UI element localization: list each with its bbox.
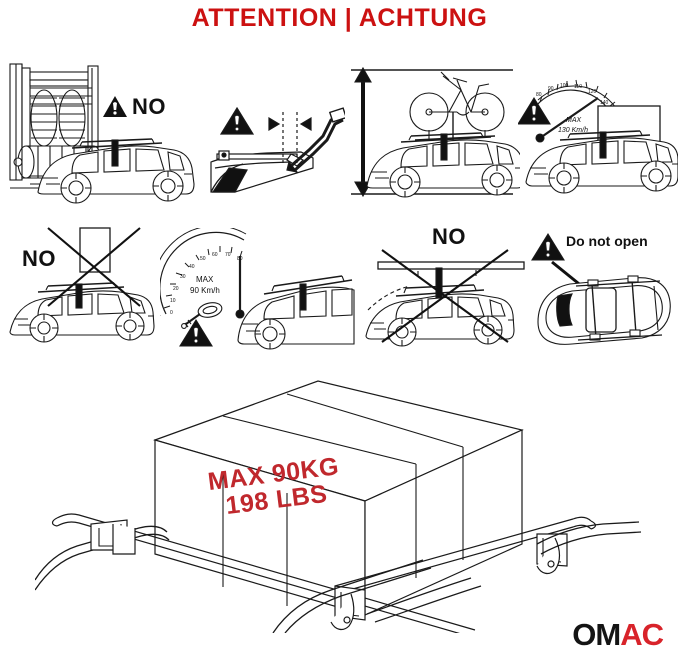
- pictogram-do-not-open-sunroof: Do not open: [528, 226, 678, 356]
- alignment-arrows-icon: [282, 112, 298, 164]
- car-side-with-rack-icon: [37, 138, 195, 204]
- speedometer-max-label: MAX: [566, 117, 582, 124]
- car-side-with-rack-icon: [366, 132, 520, 198]
- bicycle-icon: [409, 71, 505, 141]
- car-side-with-rack-icon: [365, 267, 515, 347]
- pictogram-no-unsecured-load: NO: [2, 220, 167, 350]
- pictogram-max-speed-130: 80 90 100 110 120 140 MAX 130 Km/h: [518, 60, 678, 210]
- cargo-box-icon: [153, 380, 524, 616]
- svg-text:40: 40: [189, 264, 195, 270]
- torque-wrench-icon: [286, 107, 345, 173]
- svg-text:100: 100: [560, 83, 569, 89]
- label-no: NO: [132, 94, 166, 119]
- pictogram-height-clearance: [345, 60, 520, 210]
- page-title: ATTENTION | ACHTUNG: [191, 4, 488, 32]
- omac-logo-dark: OM: [572, 617, 621, 652]
- label-do-not-open: Do not open: [566, 233, 648, 249]
- car-side-with-load-icon: [525, 130, 678, 194]
- svg-text:0: 0: [170, 310, 173, 316]
- svg-text:70: 70: [225, 252, 231, 258]
- car-wash-icon: [9, 63, 102, 189]
- cross-out-icon: [381, 249, 509, 343]
- pictogram-torque-tighten: [205, 96, 345, 206]
- svg-text:140: 140: [600, 100, 609, 106]
- speedometer-max-label: MAX: [196, 275, 214, 284]
- warning-triangle-icon: [103, 96, 127, 117]
- cross-out-icon: [47, 227, 141, 307]
- svg-text:10: 10: [170, 298, 176, 304]
- svg-text:30: 30: [180, 274, 186, 280]
- svg-text:50: 50: [200, 256, 206, 262]
- car-front-with-rack-icon: [237, 275, 355, 350]
- warning-triangle-icon: [531, 232, 565, 261]
- roof-load-box-icon: [79, 227, 111, 273]
- crossbar-mount-icon: [210, 150, 314, 193]
- pictogram-no-car-wash: NO: [2, 58, 202, 210]
- speedometer-speed-label: 130 Km/h: [558, 127, 588, 134]
- sunroof-icon: [585, 287, 617, 333]
- svg-text:120: 120: [588, 89, 597, 95]
- long-board-icon: [377, 261, 525, 270]
- omac-logo-red: AC: [620, 617, 664, 652]
- height-arrow-icon: [351, 66, 513, 198]
- warning-triangle-icon: [518, 96, 551, 125]
- roof-rail-foot-icon: [35, 519, 642, 633]
- label-no: NO: [432, 224, 466, 249]
- speedometer-icon: 80 90 100 110 120 140: [535, 79, 617, 143]
- warning-triangle-icon: [179, 318, 213, 347]
- speedometer-speed-label: 90 Km/h: [190, 286, 220, 295]
- svg-text:80: 80: [536, 92, 542, 98]
- label-no: NO: [22, 246, 56, 271]
- speedometer-icon: 0 10 20 30 40 50 60 70 80: [160, 228, 247, 319]
- warning-triangle-icon: [219, 106, 255, 135]
- car-top-view-with-rack-icon: [537, 275, 671, 345]
- key-icon: [181, 302, 223, 329]
- svg-text:110: 110: [574, 84, 582, 90]
- car-side-with-load-icon: [9, 282, 155, 343]
- omac-logo: OMAC: [572, 617, 664, 653]
- svg-text:90: 90: [548, 86, 554, 92]
- pictogram-max-speed-90-locked: 0 10 20 30 40 50 60 70 80 MAX 90 Km/h: [160, 228, 355, 353]
- crossbar-icon: [51, 513, 597, 633]
- svg-text:60: 60: [212, 252, 218, 258]
- main-illustration-max-load: MAX 90KG 198 LBS: [35, 368, 645, 633]
- svg-text:20: 20: [173, 286, 179, 292]
- pictogram-no-overhang-load: NO: [358, 224, 533, 350]
